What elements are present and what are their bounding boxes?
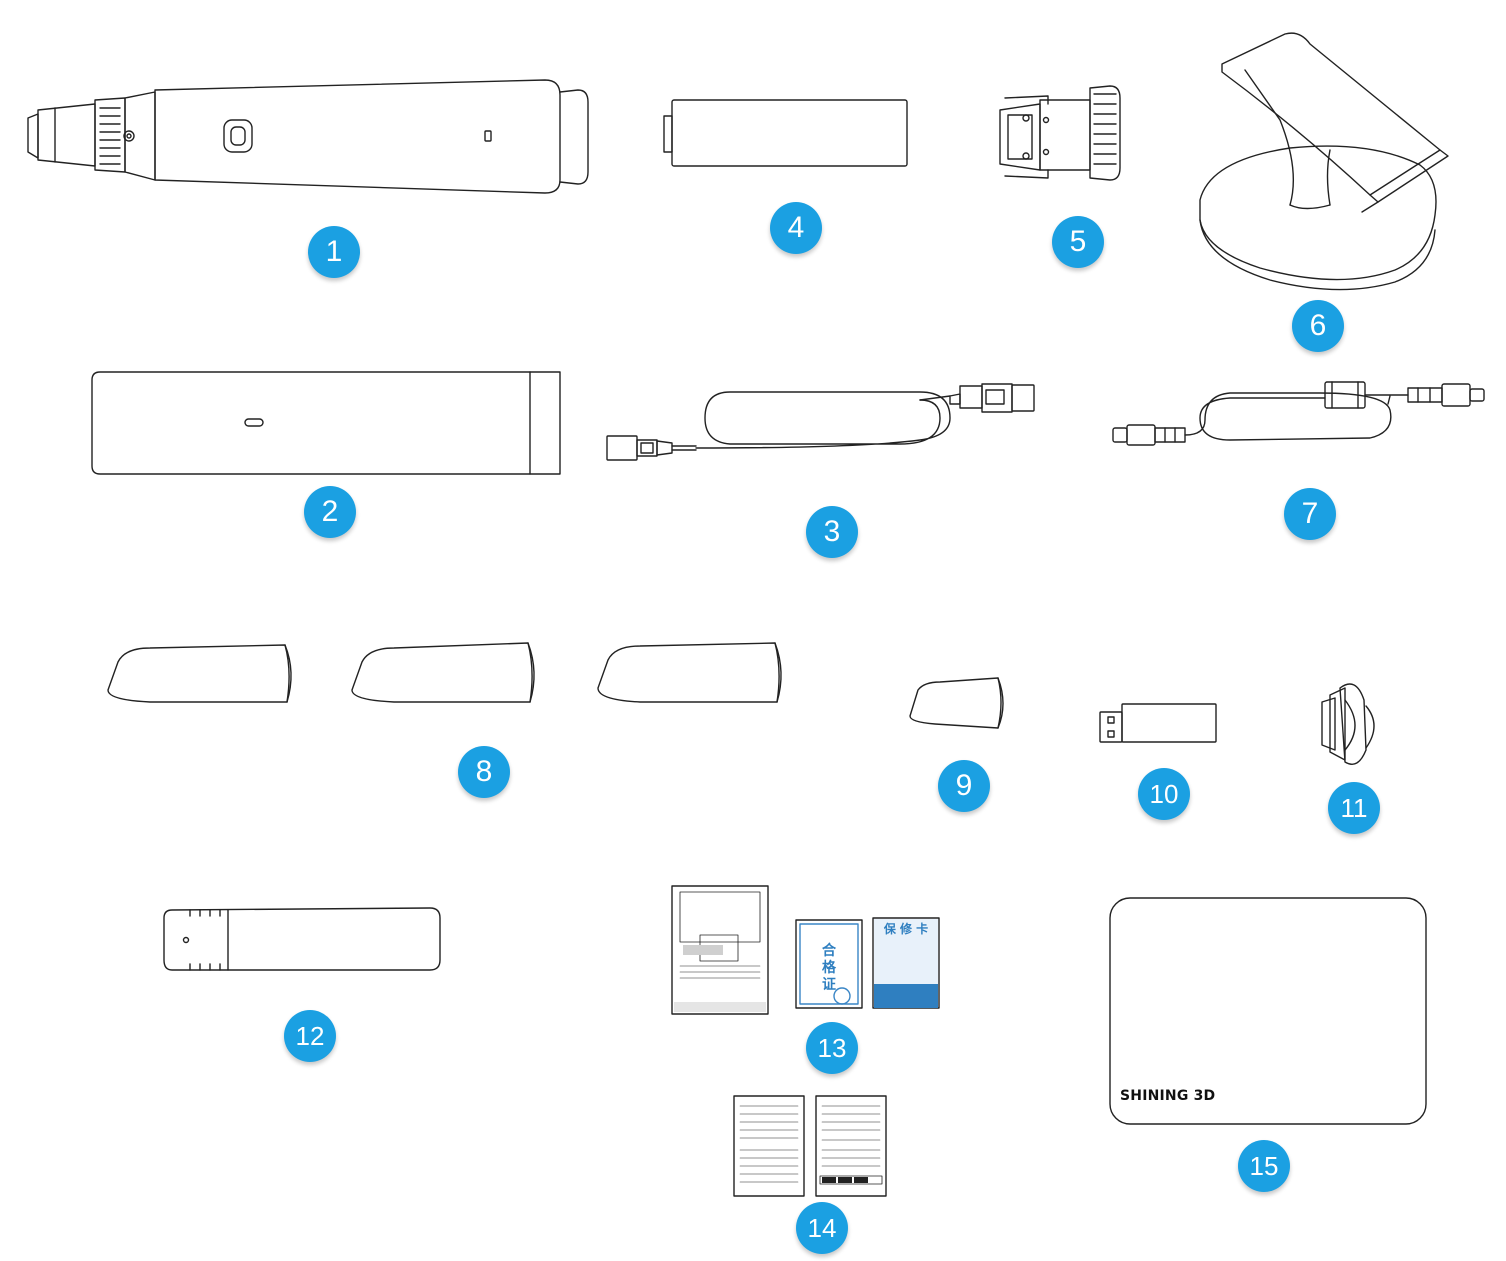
callout-3: 3 xyxy=(806,506,858,558)
certificate-char-3: 证 xyxy=(822,977,836,993)
callout-11: 11 xyxy=(1328,782,1380,834)
documents-set xyxy=(671,885,940,1015)
battery xyxy=(663,99,908,167)
short-scan-tip xyxy=(909,677,1004,729)
scan-tips xyxy=(107,642,782,703)
tip-adapter xyxy=(999,85,1121,181)
callout-9: 9 xyxy=(938,760,990,812)
certificate-char-1: 合 xyxy=(822,942,837,959)
scanner-handpiece xyxy=(27,79,589,194)
callout-2: 2 xyxy=(304,486,356,538)
callout-4: 4 xyxy=(770,202,822,254)
warranty-card-title: 保 修 卡 xyxy=(883,921,928,936)
callout-5: 5 xyxy=(1052,216,1104,268)
brand-label: SHINING 3D xyxy=(1120,1088,1216,1104)
callout-7: 7 xyxy=(1284,488,1336,540)
callout-13: 13 xyxy=(806,1022,858,1074)
usb-cable xyxy=(606,383,1035,461)
usb-dongle xyxy=(1099,703,1217,743)
callout-15: 15 xyxy=(1238,1140,1290,1192)
callout-10: 10 xyxy=(1138,768,1190,820)
handle-cover xyxy=(163,907,441,971)
power-cable xyxy=(1112,381,1485,446)
cradle-stand xyxy=(1199,32,1449,291)
filled-accents xyxy=(674,919,938,1183)
scanning-pad xyxy=(1109,897,1427,1125)
carrying-case xyxy=(91,371,561,475)
calibration-cap xyxy=(1321,683,1375,765)
callout-8: 8 xyxy=(458,746,510,798)
callout-1: 1 xyxy=(308,226,360,278)
callout-12: 12 xyxy=(284,1010,336,1062)
callout-14: 14 xyxy=(796,1202,848,1254)
callout-6: 6 xyxy=(1292,300,1344,352)
certificate-char-2: 格 xyxy=(822,959,837,976)
info-cards xyxy=(733,1095,887,1197)
